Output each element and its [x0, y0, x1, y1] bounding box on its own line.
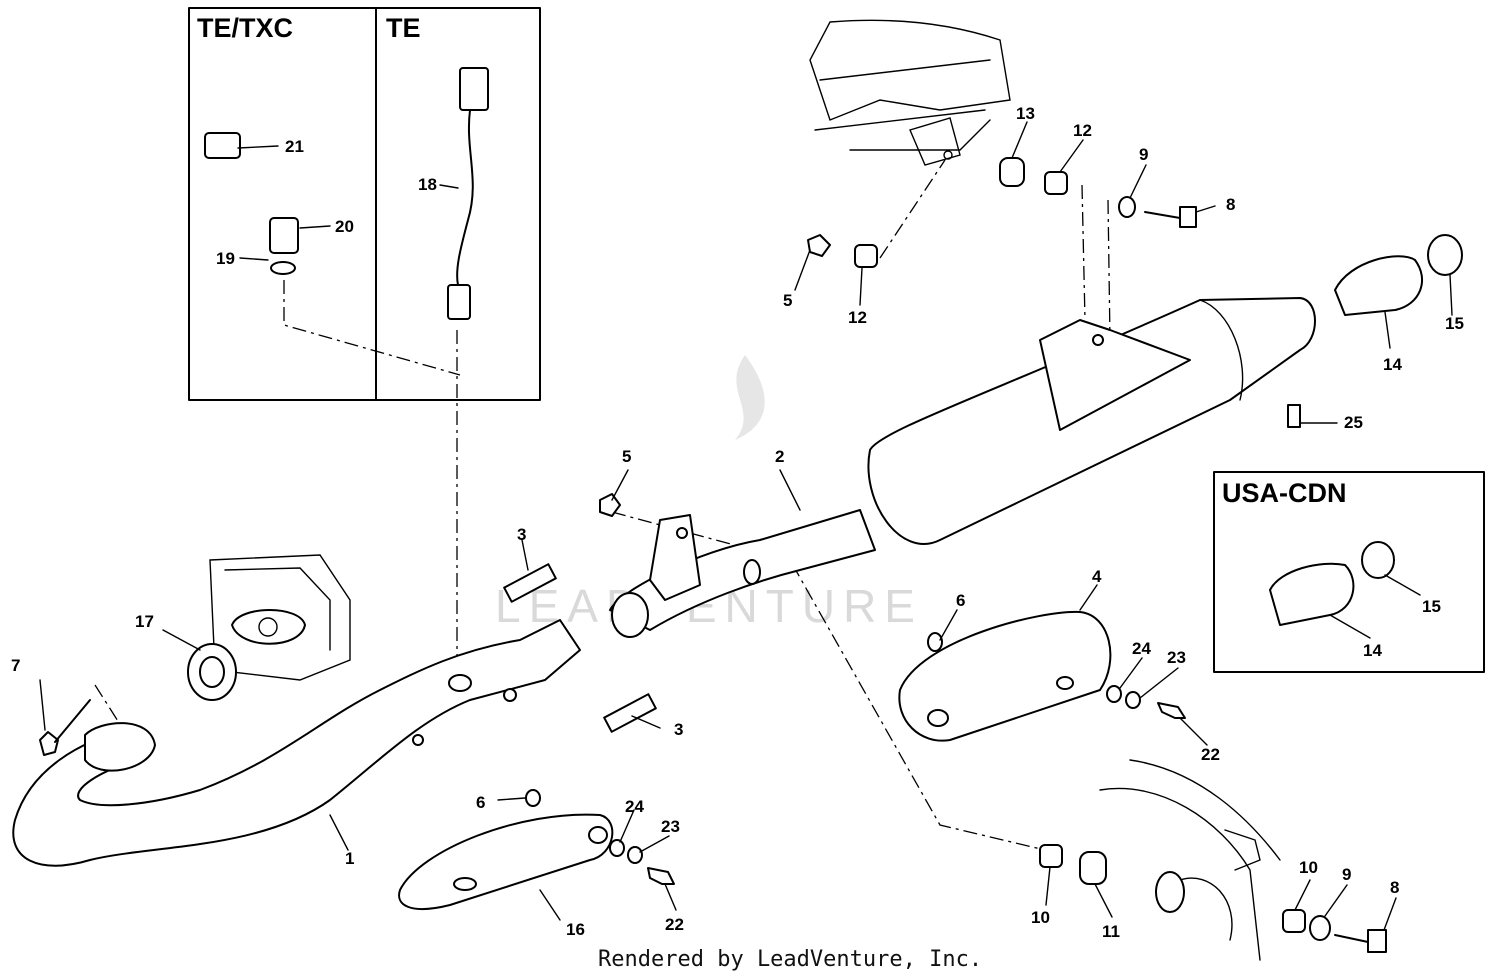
- callout-8-lower: 8: [1390, 878, 1399, 897]
- screw-25: [1287, 404, 1301, 428]
- callout-17: 17: [135, 612, 154, 631]
- callout-1: 1: [345, 849, 354, 868]
- callout-20: 20: [335, 217, 354, 236]
- grommet-11: [1079, 851, 1107, 885]
- callout-8-upper: 8: [1226, 195, 1235, 214]
- sensor-connector-18: [459, 67, 489, 111]
- heat-shield-4: [898, 610, 1112, 742]
- callout-18: 18: [418, 175, 437, 194]
- grommet-13: [999, 157, 1025, 187]
- assembly-lines: [94, 159, 1111, 851]
- bolt-22-lower: [647, 867, 675, 885]
- callout-22-lower: 22: [665, 915, 684, 934]
- callout-6-lower: 6: [476, 793, 485, 812]
- callout-5-upper: 5: [783, 291, 792, 310]
- callout-11: 11: [1102, 922, 1120, 941]
- callouts: 21 20 19 18 7 17 3 3 6 1 16 5 2 4 6 24 2…: [11, 104, 1464, 941]
- inset-usa-cdn: USA-CDN: [1213, 471, 1485, 673]
- exhaust-port-flange: [231, 609, 306, 645]
- washer-24-lower: [609, 839, 625, 857]
- bushing-12-upper: [1044, 171, 1068, 195]
- inset-box-te: [375, 7, 541, 401]
- washer-23-lower: [627, 846, 643, 864]
- nut-5-lower: [599, 493, 621, 517]
- oxygen-sensor-18: [447, 284, 471, 320]
- leader-lines: [39, 121, 1453, 931]
- nut-5-upper: [807, 234, 831, 257]
- inset-title-usa-cdn: USA-CDN: [1222, 478, 1347, 508]
- plug-21: [204, 132, 241, 159]
- callout-9-upper: 9: [1139, 145, 1148, 164]
- bushing-12-lower: [854, 244, 878, 268]
- inset-box-usa-cdn: [1213, 471, 1485, 673]
- callout-4: 4: [1092, 567, 1102, 586]
- callout-14-main: 14: [1383, 355, 1402, 374]
- inset-title-te-txc: TE/TXC: [197, 13, 293, 43]
- washer-9-upper: [1118, 196, 1136, 218]
- small-parts: [39, 67, 1463, 953]
- bushing-10-right: [1282, 909, 1306, 933]
- callout-15-inset: 15: [1422, 597, 1441, 616]
- callout-6-upper: 6: [956, 591, 965, 610]
- bolt-22-upper: [1157, 702, 1186, 719]
- mid-pipe: [609, 509, 876, 638]
- bushing-10-left: [1039, 844, 1063, 868]
- callout-7: 7: [11, 656, 20, 675]
- spark-arrestor-14: [1269, 562, 1355, 626]
- inset-te-txc: TE/TXC TE: [188, 7, 541, 401]
- callout-3-lower: 3: [674, 720, 683, 739]
- silencer-bracket: [1039, 319, 1191, 431]
- callout-10-right: 10: [1299, 858, 1318, 877]
- callout-5-lower: 5: [622, 447, 631, 466]
- callout-9-lower: 9: [1342, 865, 1351, 884]
- plug-20: [269, 217, 299, 254]
- header-pipe: [12, 619, 581, 867]
- callout-24-upper: 24: [1132, 639, 1151, 658]
- washer-6-upper: [927, 632, 943, 652]
- snap-ring-15-inset: [1361, 541, 1395, 579]
- callout-22-upper: 22: [1201, 745, 1220, 764]
- frame-sketch-engine: [209, 554, 351, 681]
- silencer: [867, 297, 1316, 545]
- inset-title-te: TE: [386, 13, 421, 43]
- callout-12-lower: 12: [848, 308, 867, 327]
- callout-13: 13: [1016, 104, 1035, 123]
- frame-sketch-bottom: [1099, 759, 1281, 961]
- callout-23-lower: 23: [661, 817, 680, 836]
- callout-19: 19: [216, 249, 235, 268]
- washer-9-lower: [1309, 915, 1331, 941]
- footer-credit: Rendered by LeadVenture, Inc.: [598, 947, 982, 972]
- bolt-7-head: [39, 731, 59, 756]
- callout-23-upper: 23: [1167, 648, 1186, 667]
- callout-24-lower: 24: [625, 797, 644, 816]
- callout-12-upper: 12: [1073, 121, 1092, 140]
- end-cap-14: [1334, 255, 1424, 316]
- callout-14-inset: 14: [1363, 641, 1382, 660]
- inset-box-te-txc: [188, 7, 377, 401]
- callout-10-left: 10: [1031, 908, 1050, 927]
- frame-sketch-top: [809, 19, 1011, 166]
- callout-25: 25: [1344, 413, 1363, 432]
- flame-logo-icon: [735, 355, 765, 440]
- callout-16: 16: [566, 920, 585, 939]
- bolt-8-upper: [1179, 206, 1197, 228]
- callout-21: 21: [285, 137, 304, 156]
- header-flange: [84, 722, 156, 772]
- spring-3-upper: [503, 563, 557, 603]
- callout-3-upper: 3: [517, 525, 526, 544]
- washer-24-upper: [1106, 685, 1122, 703]
- washer-6-lower: [525, 789, 541, 807]
- snap-ring-15: [1427, 234, 1463, 276]
- seal-ring-19: [270, 261, 296, 275]
- heat-shield-16: [398, 813, 614, 910]
- o2-sensor-boss: [448, 674, 472, 692]
- bolt-8-lower: [1367, 929, 1387, 953]
- mid-pipe-bracket: [649, 514, 701, 601]
- callout-2: 2: [775, 447, 784, 466]
- callout-15-main: 15: [1445, 314, 1464, 333]
- spring-3-lower: [603, 693, 657, 733]
- washer-23-upper: [1125, 691, 1141, 709]
